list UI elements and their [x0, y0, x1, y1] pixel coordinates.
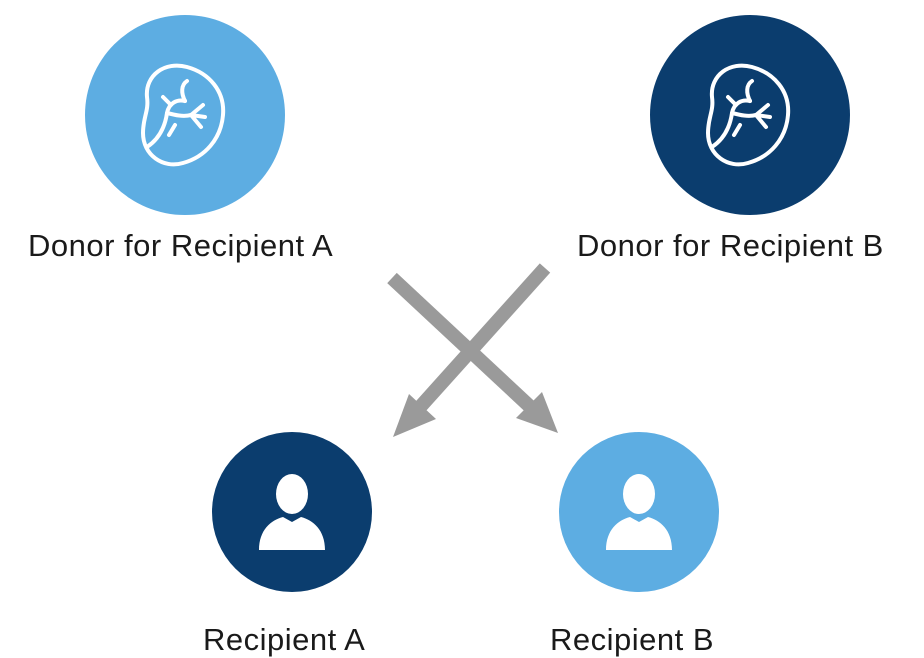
person-icon	[606, 474, 672, 550]
kidney-icon	[706, 63, 791, 167]
donor-b-node	[650, 15, 850, 215]
recipient-a-node	[212, 432, 372, 592]
recipient-b-label: Recipient B	[550, 622, 715, 657]
kidney-icon	[141, 63, 226, 167]
donor-a-node	[85, 15, 285, 215]
donor-b-label: Donor for Recipient B	[577, 228, 884, 263]
recipient-b-node	[559, 432, 719, 592]
person-icon	[259, 474, 325, 550]
donor-a-label: Donor for Recipient A	[28, 228, 334, 263]
recipient-a-label: Recipient A	[203, 622, 366, 657]
arrow-donor-b-to-recipient-a	[393, 263, 551, 437]
